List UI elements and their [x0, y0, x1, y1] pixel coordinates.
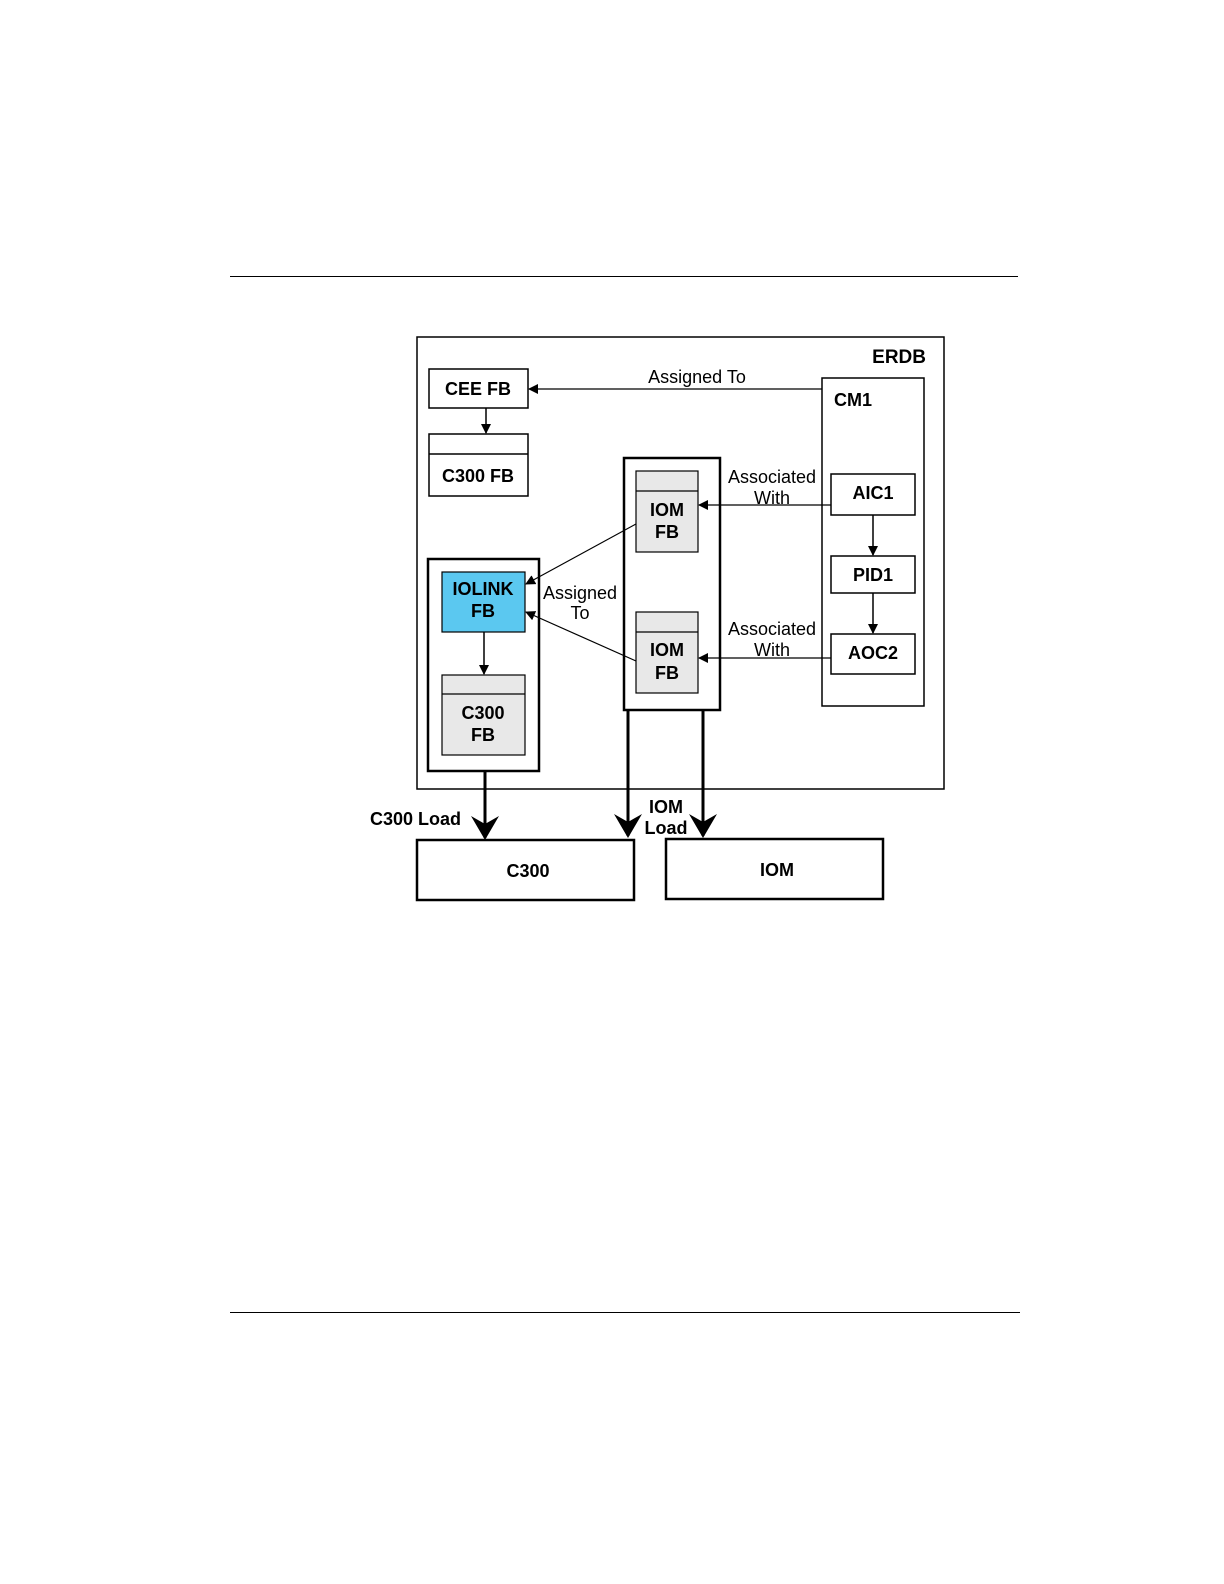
- aic1-label: AIC1: [852, 483, 893, 503]
- assigned-to-top-label: Assigned To: [648, 367, 746, 387]
- cm1-label: CM1: [834, 390, 872, 410]
- c300-fb-left-line2: FB: [471, 725, 495, 745]
- c300-load-label: C300 Load: [370, 809, 461, 829]
- c300-label: C300: [506, 861, 549, 881]
- associated-with-top-line2: With: [754, 488, 790, 508]
- pid1-label: PID1: [853, 565, 893, 585]
- c300-fb-top-box: [429, 434, 528, 496]
- iom-load-line2: Load: [645, 818, 688, 838]
- iolink-fb-line1: IOLINK: [453, 579, 514, 599]
- erdb-label: ERDB: [872, 347, 926, 368]
- cee-fb-label: CEE FB: [445, 379, 511, 399]
- aoc2-label: AOC2: [848, 643, 898, 663]
- iom-fb-bottom-line2: FB: [655, 663, 679, 683]
- c300-fb-top-label: C300 FB: [442, 466, 514, 486]
- c300-fb-left-line1: C300: [461, 703, 504, 723]
- iom-label: IOM: [760, 860, 794, 880]
- associated-with-bottom-line1: Associated: [728, 619, 816, 639]
- assigned-to-mid-line2: To: [570, 603, 589, 623]
- iom-fb-top-line2: FB: [655, 522, 679, 542]
- associated-with-top-line1: Associated: [728, 467, 816, 487]
- iolink-fb-line2: FB: [471, 601, 495, 621]
- assigned-to-mid-line1: Assigned: [543, 583, 617, 603]
- iom-load-line1: IOM: [649, 797, 683, 817]
- associated-with-bottom-line2: With: [754, 640, 790, 660]
- iom-fb-top-line1: IOM: [650, 500, 684, 520]
- iom-fb-bottom-line1: IOM: [650, 640, 684, 660]
